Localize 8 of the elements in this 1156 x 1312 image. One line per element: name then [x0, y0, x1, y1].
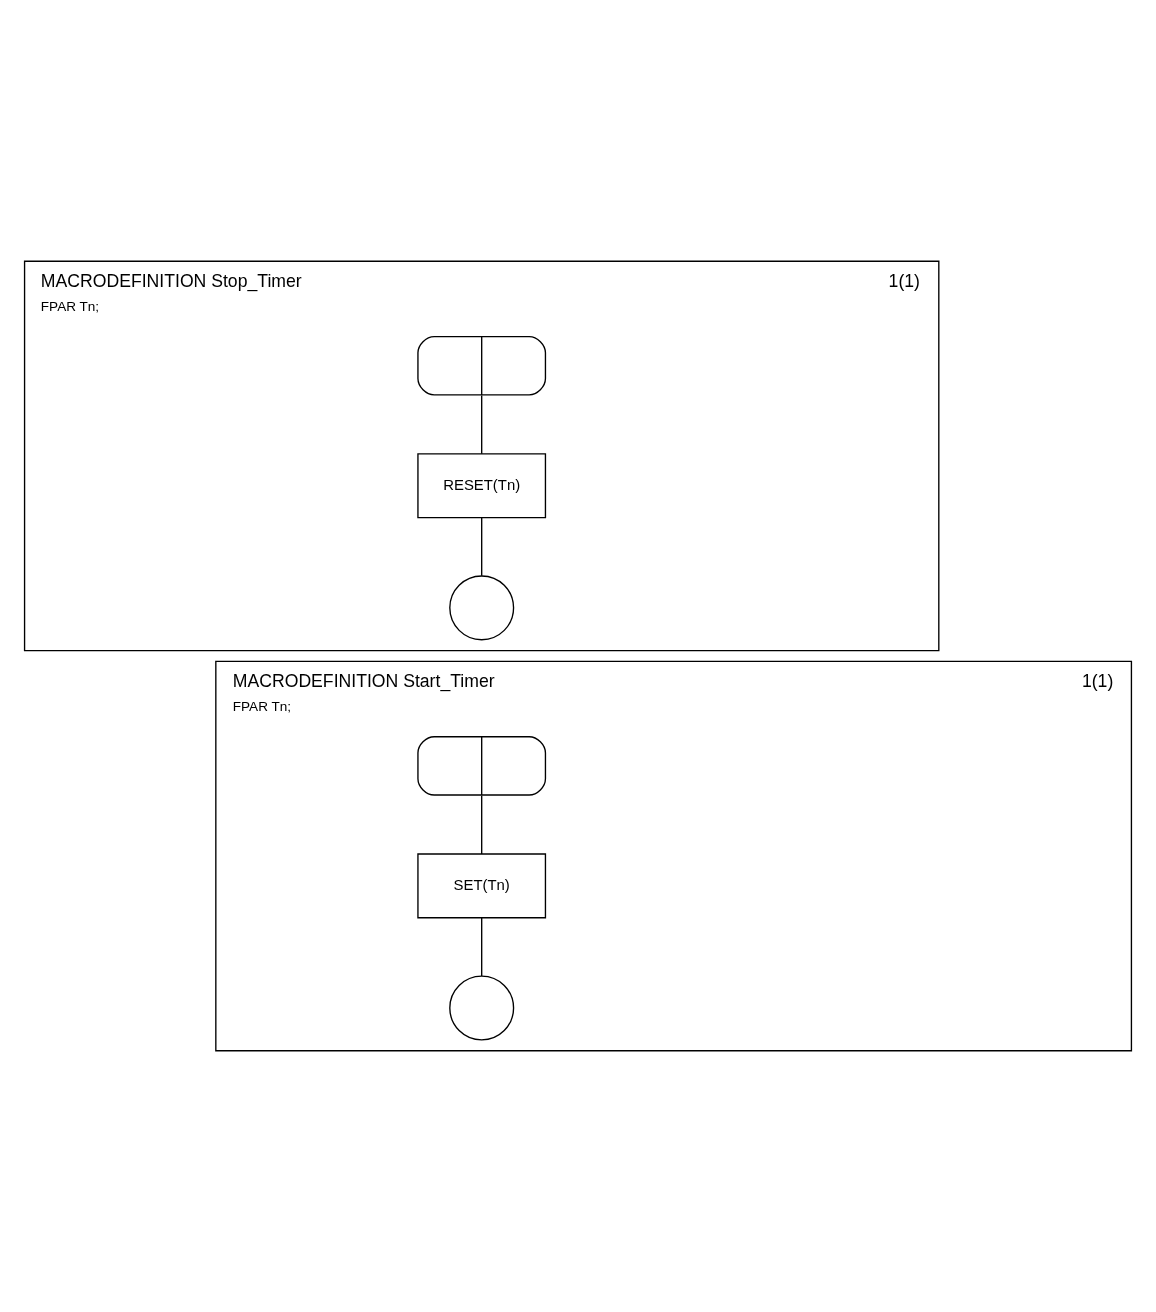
node-circle: [449, 575, 515, 641]
connector: [481, 917, 483, 977]
node-box: SET(Tn): [417, 853, 547, 919]
connector: [481, 517, 483, 577]
node-circle: [449, 975, 515, 1041]
connector: [481, 794, 483, 855]
connector: [481, 394, 483, 455]
node-box: RESET(Tn): [417, 453, 547, 519]
